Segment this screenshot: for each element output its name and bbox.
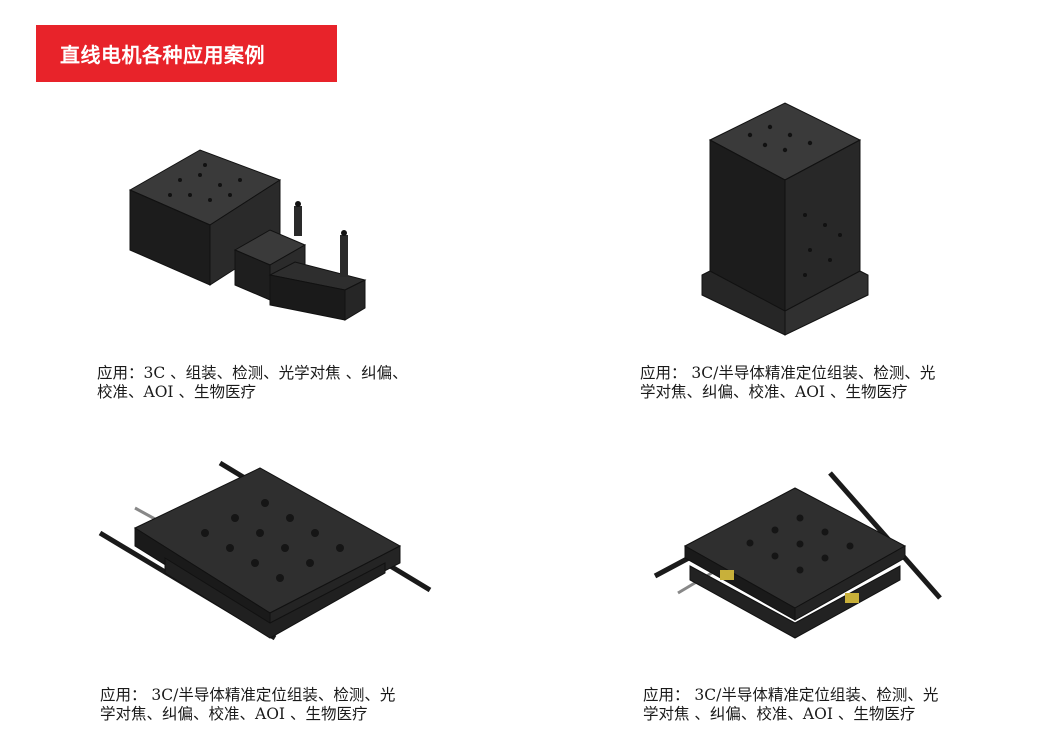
- case-caption-4: 应用： 3C/半导体精准定位组装、检测、光 学对焦 、纠偏、校准、AOI 、生物…: [643, 686, 939, 723]
- vertical-block-stage-icon: [690, 95, 880, 345]
- title-banner: 直线电机各种应用案例: [36, 25, 337, 82]
- stacked-xy-platform-icon: [650, 468, 945, 648]
- case-caption-2: 应用： 3C/半导体精准定位组装、检测、光 学对焦、纠偏、校准、AOI 、生物医…: [640, 364, 936, 401]
- page-title: 直线电机各种应用案例: [60, 43, 265, 67]
- xy-stage-with-motor-icon: [120, 140, 380, 340]
- case-caption-1: 应用：3C 、组装、检测、光学对焦 、纠偏、 校准、AOI 、生物医疗: [97, 364, 408, 401]
- flat-xy-platform-icon: [95, 458, 440, 663]
- case-caption-3: 应用： 3C/半导体精准定位组装、检测、光 学对焦、纠偏、校准、AOI 、生物医…: [100, 686, 396, 723]
